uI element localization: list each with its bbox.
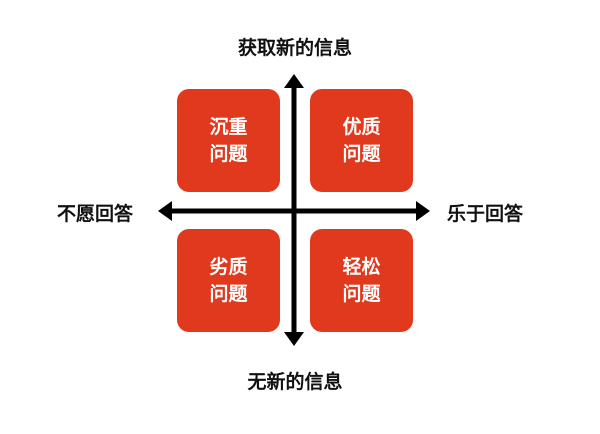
arrow-left-icon — [158, 201, 172, 221]
quadrant-poor-question: 劣质 问题 — [177, 229, 280, 332]
quadrant-text: 问题 — [342, 142, 381, 165]
quadrant-quality-question: 优质 问题 — [310, 89, 413, 192]
quadrant-text: 优质 — [342, 115, 381, 138]
quadrant-easy-question: 轻松 问题 — [310, 229, 413, 332]
quadrant-text: 劣质 — [209, 255, 248, 278]
quadrant-heavy-question: 沉重 问题 — [177, 89, 280, 192]
quadrant-text: 轻松 — [342, 255, 381, 278]
arrow-up-icon — [284, 74, 304, 88]
axis-label-bottom: 无新的信息 — [247, 371, 343, 393]
arrow-right-icon — [416, 201, 430, 221]
quadrant-text: 问题 — [209, 282, 248, 305]
quadrant-text: 问题 — [342, 282, 381, 305]
quadrant-text: 问题 — [209, 142, 248, 165]
axis-label-top: 获取新的信息 — [237, 37, 352, 59]
axis-label-right: 乐于回答 — [447, 203, 524, 225]
axis-label-left: 不愿回答 — [57, 203, 134, 225]
quadrant-text: 沉重 — [209, 115, 248, 138]
arrow-down-icon — [284, 332, 304, 346]
